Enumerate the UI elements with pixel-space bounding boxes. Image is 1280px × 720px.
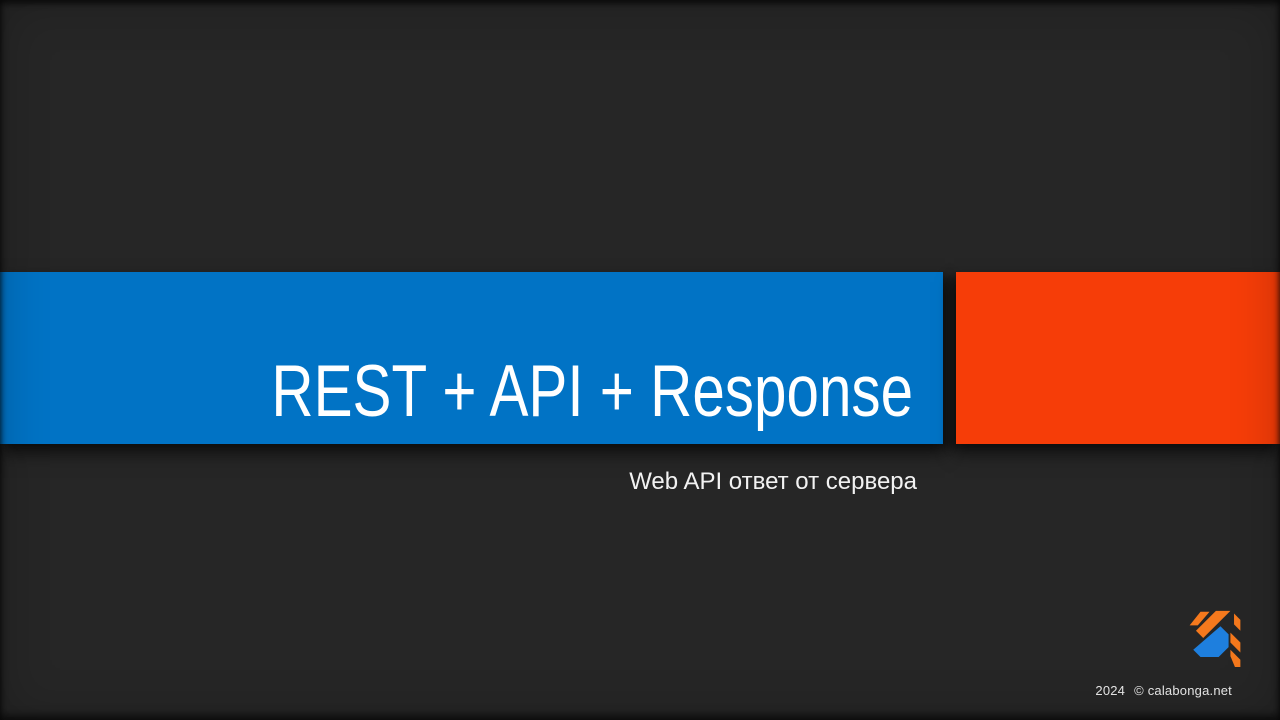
footer-year: 2024 xyxy=(1095,683,1126,698)
footer: 2024 © calabonga.net xyxy=(1095,683,1232,699)
logo-blue-band xyxy=(1193,626,1229,658)
calabonga-logo-icon xyxy=(1189,610,1241,667)
accent-bar xyxy=(956,272,1280,444)
logo-stripe-right-middle xyxy=(1230,632,1241,653)
title-bar: REST + API + Response xyxy=(0,272,943,444)
logo-stripe-top-left xyxy=(1189,611,1210,626)
slide-subtitle: Web API ответ от сервера xyxy=(629,468,917,495)
slide-title: REST + API + Response xyxy=(111,355,913,428)
logo-stripe-right-lower xyxy=(1230,649,1241,667)
logo-stripe-top-band xyxy=(1195,610,1231,638)
slide-title-text: REST + API + Response xyxy=(271,351,913,432)
logo-stripe-right-upper xyxy=(1234,613,1241,631)
footer-copyright: © calabonga.net xyxy=(1134,683,1232,698)
